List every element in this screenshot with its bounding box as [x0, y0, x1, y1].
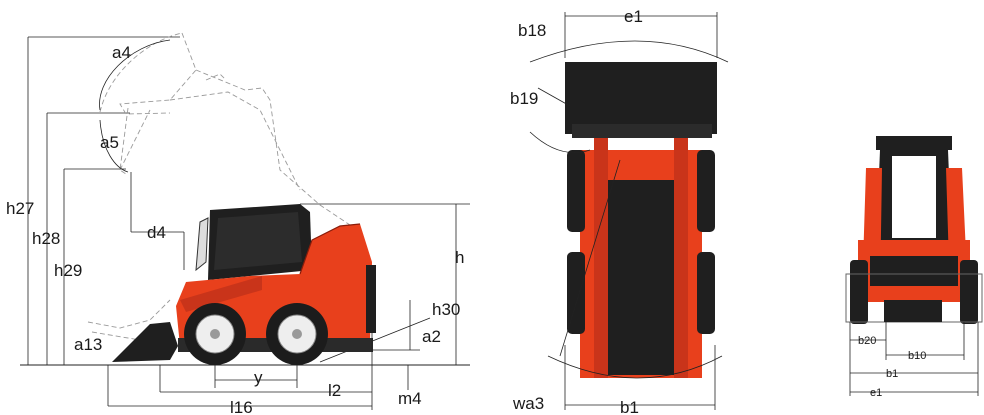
label-b10: b10 [908, 350, 926, 362]
top-wheel-fl [567, 150, 585, 232]
label-h30: h30 [432, 300, 460, 319]
label-h: h [455, 248, 464, 267]
label-a4: a4 [112, 43, 131, 62]
tilted-bucket-ghost [87, 299, 171, 341]
top-wheel-fr [697, 150, 715, 232]
label-a13: a13 [74, 335, 102, 354]
top-view: e1 b18 b19 wa3 b1 [510, 7, 729, 415]
front-roof [876, 136, 952, 150]
side-view: h27 h28 h29 a4 a5 d4 h h30 a2 a13 y l2 m… [6, 32, 470, 415]
raised-bucket-ghost [99, 32, 351, 226]
label-h28: h28 [32, 229, 60, 248]
a5-angle-arc [99, 119, 129, 173]
label-b1-front: b1 [886, 368, 898, 380]
bucket [112, 322, 178, 362]
label-h29: h29 [54, 261, 82, 280]
label-b1-top: b1 [620, 398, 639, 415]
label-e1-top: e1 [624, 7, 643, 26]
label-b18: b18 [518, 21, 546, 40]
front-wheel-left [850, 260, 868, 324]
top-wheel-rl [567, 252, 585, 334]
label-y: y [254, 368, 263, 387]
label-m4: m4 [398, 389, 422, 408]
label-l16: l16 [230, 398, 253, 415]
length-dimension-lines [107, 330, 409, 410]
label-e1-front: e1 [870, 387, 882, 399]
top-bucket [565, 62, 717, 134]
label-a5: a5 [100, 133, 119, 152]
front-wheel [184, 303, 246, 365]
departure-angle-line [319, 317, 431, 363]
label-wa3: wa3 [512, 394, 544, 413]
height-dimension-lines [27, 36, 185, 365]
label-h27: h27 [6, 199, 34, 218]
label-a2: a2 [422, 327, 441, 346]
front-wheel-right [960, 260, 978, 324]
front-view: b20 b10 b1 e1 [845, 136, 983, 399]
label-b20: b20 [858, 335, 876, 347]
rear-wheel [266, 303, 328, 365]
label-b19: b19 [510, 89, 538, 108]
top-wheel-rr [697, 252, 715, 334]
label-d4: d4 [147, 223, 166, 242]
label-l2: l2 [328, 381, 341, 400]
a4-angle-arc [99, 39, 171, 111]
